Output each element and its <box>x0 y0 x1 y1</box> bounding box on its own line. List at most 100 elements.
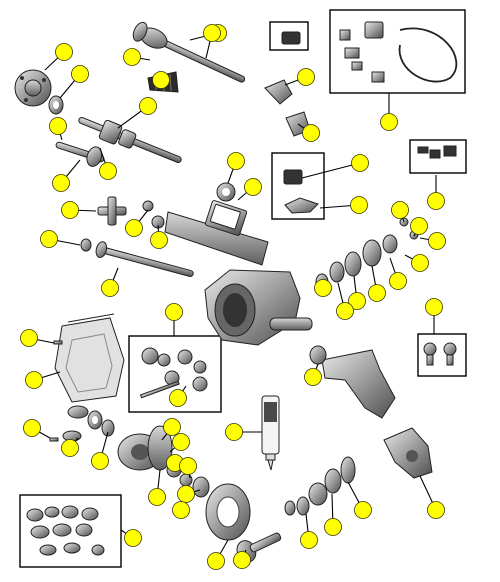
callout-dot[interactable] <box>425 298 443 316</box>
part-callout-7[interactable] <box>49 117 67 135</box>
part-callout-27[interactable] <box>411 254 429 272</box>
callout-dot[interactable] <box>125 219 143 237</box>
part-callout-40[interactable] <box>61 439 79 457</box>
part-callout-51[interactable] <box>324 518 342 536</box>
callout-dot[interactable] <box>139 97 157 115</box>
callout-dot[interactable] <box>165 303 183 321</box>
callout-dot[interactable] <box>227 152 245 170</box>
callout-dot[interactable] <box>163 418 181 436</box>
part-callout-9[interactable] <box>99 162 117 180</box>
part-callout-12[interactable] <box>61 201 79 219</box>
part-callout-8[interactable] <box>52 174 70 192</box>
callout-dot[interactable] <box>207 552 225 570</box>
callout-dot[interactable] <box>314 279 332 297</box>
callout-dot[interactable] <box>354 501 372 519</box>
callout-dot[interactable] <box>411 254 429 272</box>
callout-dot[interactable] <box>300 531 318 549</box>
callout-dot[interactable] <box>124 529 142 547</box>
callout-dot[interactable] <box>61 201 79 219</box>
part-callout-37[interactable] <box>165 303 183 321</box>
callout-dot[interactable] <box>427 501 445 519</box>
part-callout-38[interactable] <box>169 389 187 407</box>
part-callout-36[interactable] <box>25 371 43 389</box>
part-callout-31[interactable] <box>336 302 354 320</box>
callout-dot[interactable] <box>203 24 221 42</box>
part-callout-10[interactable] <box>227 152 245 170</box>
part-callout-16[interactable] <box>101 279 119 297</box>
callout-dot[interactable] <box>410 217 428 235</box>
callout-dot[interactable] <box>177 485 195 503</box>
part-callout-23[interactable] <box>380 113 398 131</box>
callout-dot[interactable] <box>428 232 446 250</box>
part-callout-39[interactable] <box>23 419 41 437</box>
callout-dot[interactable] <box>324 518 342 536</box>
part-callout-30[interactable] <box>348 292 366 310</box>
part-callout-32[interactable] <box>314 279 332 297</box>
callout-dot[interactable] <box>244 178 262 196</box>
callout-dot[interactable] <box>348 292 366 310</box>
callout-dot[interactable] <box>61 439 79 457</box>
callout-dot[interactable] <box>368 284 386 302</box>
part-callout-45[interactable] <box>179 457 197 475</box>
part-callout-4[interactable] <box>71 65 89 83</box>
part-callout-42[interactable] <box>163 418 181 436</box>
callout-dot[interactable] <box>225 423 243 441</box>
part-callout-53[interactable] <box>207 552 225 570</box>
part-callout-3[interactable] <box>55 43 73 61</box>
part-callout-11[interactable] <box>244 178 262 196</box>
part-callout-25[interactable] <box>410 217 428 235</box>
callout-dot[interactable] <box>336 302 354 320</box>
callout-dot[interactable] <box>169 389 187 407</box>
callout-dot[interactable] <box>150 231 168 249</box>
callout-dot[interactable] <box>52 174 70 192</box>
callout-dot[interactable] <box>302 124 320 142</box>
part-callout-21[interactable] <box>350 196 368 214</box>
callout-dot[interactable] <box>99 162 117 180</box>
callout-dot[interactable] <box>351 154 369 172</box>
part-callout-26[interactable] <box>428 232 446 250</box>
callout-dot[interactable] <box>233 551 251 569</box>
callout-dot[interactable] <box>350 196 368 214</box>
part-callout-20[interactable] <box>351 154 369 172</box>
part-callout-35[interactable] <box>20 329 38 347</box>
callout-dot[interactable] <box>427 192 445 210</box>
callout-dot[interactable] <box>172 433 190 451</box>
callout-dot[interactable] <box>391 201 409 219</box>
part-callout-33[interactable] <box>425 298 443 316</box>
callout-dot[interactable] <box>101 279 119 297</box>
part-callout-28[interactable] <box>389 272 407 290</box>
callout-dot[interactable] <box>148 488 166 506</box>
part-callout-19[interactable] <box>302 124 320 142</box>
part-callout-5[interactable] <box>152 71 170 89</box>
part-callout-52[interactable] <box>300 531 318 549</box>
part-callout-18[interactable] <box>297 68 315 86</box>
part-callout-56[interactable] <box>427 501 445 519</box>
part-callout-48[interactable] <box>172 501 190 519</box>
part-callout-34[interactable] <box>304 368 322 386</box>
part-callout-14[interactable] <box>150 231 168 249</box>
part-callout-46[interactable] <box>148 488 166 506</box>
callout-dot[interactable] <box>380 113 398 131</box>
callout-dot[interactable] <box>71 65 89 83</box>
callout-dot[interactable] <box>20 329 38 347</box>
callout-dot[interactable] <box>23 419 41 437</box>
callout-dot[interactable] <box>389 272 407 290</box>
part-callout-47[interactable] <box>177 485 195 503</box>
callout-dot[interactable] <box>25 371 43 389</box>
part-callout-2[interactable] <box>123 48 141 66</box>
part-callout-55[interactable] <box>124 529 142 547</box>
part-callout-50[interactable] <box>354 501 372 519</box>
callout-dot[interactable] <box>179 457 197 475</box>
part-callout-15[interactable] <box>40 230 58 248</box>
part-callout-41[interactable] <box>91 452 109 470</box>
callout-dot[interactable] <box>123 48 141 66</box>
callout-dot[interactable] <box>55 43 73 61</box>
part-callout-49[interactable] <box>225 423 243 441</box>
callout-dot[interactable] <box>304 368 322 386</box>
part-callout-29[interactable] <box>368 284 386 302</box>
callout-dot[interactable] <box>297 68 315 86</box>
part-callout-43[interactable] <box>172 433 190 451</box>
part-callout-13[interactable] <box>125 219 143 237</box>
part-callout-54[interactable] <box>233 551 251 569</box>
part-callout-6[interactable] <box>139 97 157 115</box>
